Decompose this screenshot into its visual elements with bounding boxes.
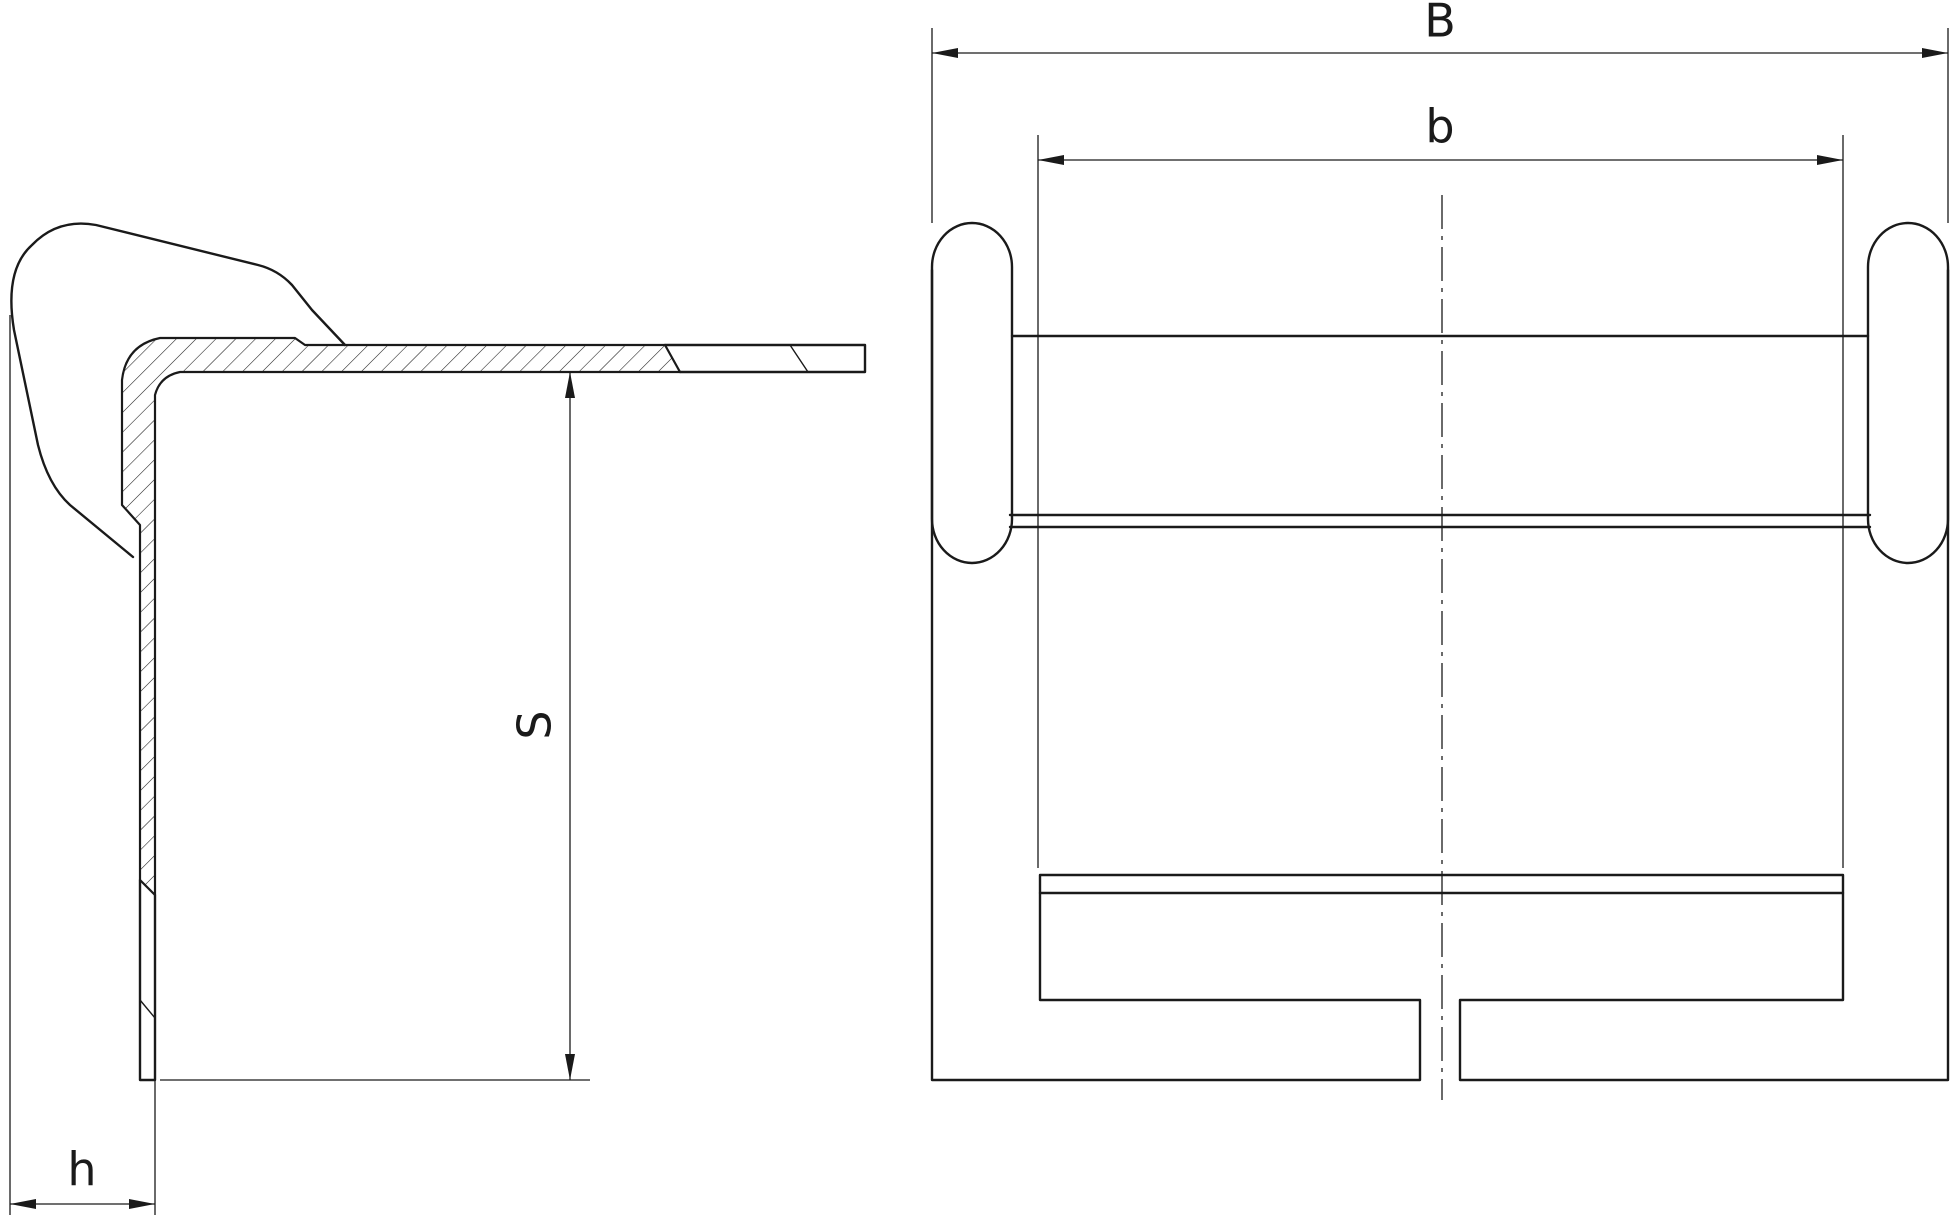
- top-flange: [663, 343, 867, 374]
- bumper-outline: [10, 222, 347, 559]
- leg-break-line: [139, 999, 156, 1019]
- flange-break-line: [789, 344, 809, 373]
- dimension-s: S: [508, 372, 575, 1080]
- dimension-B: B: [932, 0, 1948, 58]
- dimension-b: b: [1038, 100, 1843, 165]
- right-rounded-end: [1866, 221, 1950, 565]
- label-B: B: [1424, 0, 1456, 48]
- dimension-h: h: [10, 1143, 155, 1209]
- left-rounded-end: [930, 221, 1014, 565]
- vertical-leg: [138, 878, 157, 1082]
- frame-outline: [930, 268, 1950, 1082]
- label-s: S: [508, 710, 562, 739]
- side-section-view: S h: [9, 222, 867, 1215]
- label-b: b: [1425, 100, 1454, 154]
- label-h: h: [67, 1143, 96, 1197]
- front-view: B b: [930, 0, 1950, 1100]
- hatched-section: [120, 336, 682, 897]
